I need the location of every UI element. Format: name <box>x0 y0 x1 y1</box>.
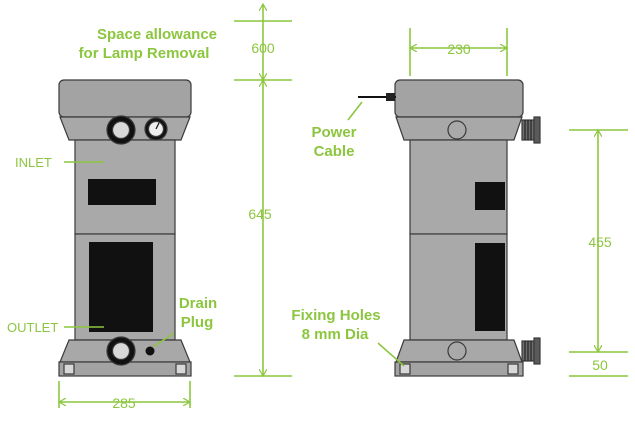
space-allowance-label-line1: Space allowance <box>97 26 217 43</box>
dim-value-50: 50 <box>592 357 608 373</box>
side-top-cap <box>394 79 524 118</box>
dimension-lines <box>59 4 628 408</box>
inlet-label: INLET <box>15 155 52 170</box>
power-cable-label-line1: Power <box>311 124 356 141</box>
dimension-values: 600 645 285 230 455 50 <box>112 40 612 411</box>
dim-value-600: 600 <box>251 40 275 56</box>
port-labels: INLET OUTLET <box>7 155 58 335</box>
outlet-port-inner <box>111 341 131 361</box>
power-leader <box>347 101 363 121</box>
side-upper-port-ring <box>447 120 467 140</box>
space-allowance-label-line2: for Lamp Removal <box>79 45 210 62</box>
annotation-text: Space allowance for Lamp Removal Drain P… <box>79 26 381 343</box>
side-fixing-hole-left <box>399 363 411 375</box>
front-foot-right <box>175 363 187 375</box>
fixing-holes-label-line1: Fixing Holes <box>291 307 380 324</box>
pressure-gauge-needle <box>155 122 160 130</box>
front-lower-window <box>89 242 153 332</box>
drain-leader <box>152 332 175 348</box>
side-lower-port-ring <box>447 341 467 361</box>
dim-value-645: 645 <box>248 206 272 222</box>
side-upper-panel <box>475 182 505 210</box>
drain-plug-label-line2: Plug <box>181 314 214 331</box>
side-outlet-connector <box>521 337 541 365</box>
drain-plug <box>145 346 155 356</box>
dim-value-455: 455 <box>588 234 612 250</box>
side-fixing-hole-right <box>507 363 519 375</box>
front-upper-window <box>88 179 156 205</box>
side-base-plate <box>394 361 524 377</box>
side-inlet-connector <box>521 116 541 144</box>
side-lower-panel <box>475 243 505 331</box>
fixing-holes-label-line2: 8 mm Dia <box>302 326 369 343</box>
side-outlet-connector-cap <box>533 337 541 365</box>
front-top-cap <box>58 79 192 118</box>
side-view <box>358 79 541 377</box>
dim-value-230: 230 <box>447 41 471 57</box>
inlet-port-inner <box>111 120 131 140</box>
dim-value-285: 285 <box>112 395 136 411</box>
power-cable-gland <box>386 93 395 101</box>
side-inlet-connector-cap <box>533 116 541 144</box>
power-cable-label-line2: Cable <box>314 143 355 160</box>
drain-plug-label-line1: Drain <box>179 295 217 312</box>
front-foot-left <box>63 363 75 375</box>
outlet-label: OUTLET <box>7 320 58 335</box>
front-view <box>58 79 192 377</box>
fixing-leader <box>377 342 405 367</box>
